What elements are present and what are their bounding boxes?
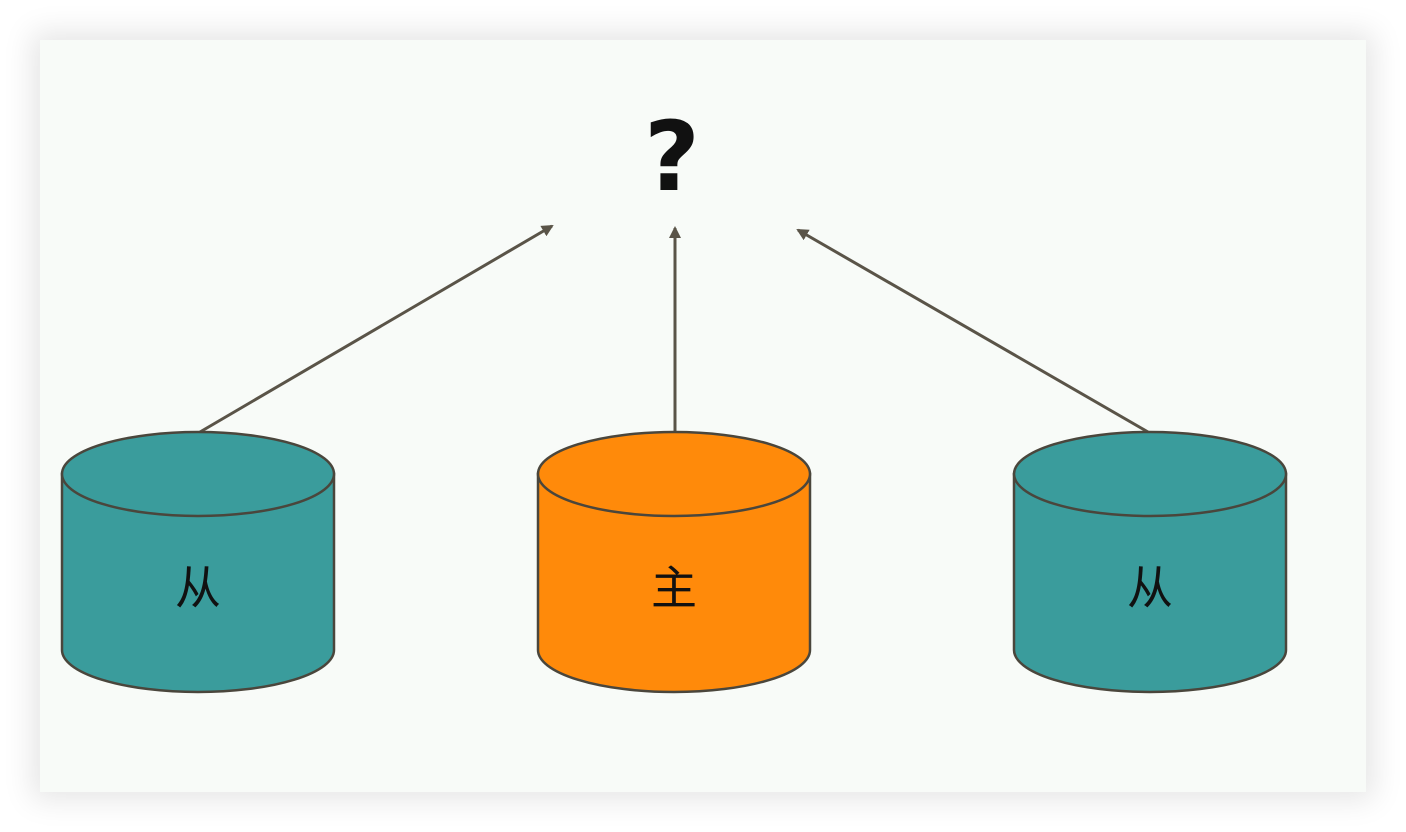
database-cylinder-left: 从 — [60, 430, 336, 694]
arrow-left-to-question — [199, 224, 554, 434]
cylinder-body — [1012, 472, 1288, 694]
arrow-right-to-question — [796, 228, 1149, 434]
db-label-right: 从 — [1127, 561, 1173, 615]
cylinder-body — [536, 472, 812, 694]
db-label-center: 主 — [651, 561, 697, 615]
cylinder-top — [536, 430, 812, 518]
database-cylinder-center: 主 — [536, 430, 812, 694]
db-label-left: 从 — [175, 561, 221, 615]
cylinder-body — [60, 472, 336, 694]
question-mark: ? — [644, 101, 700, 213]
database-cylinder-right: 从 — [1012, 430, 1288, 694]
cylinder-top — [1012, 430, 1288, 518]
cylinder-top — [60, 430, 336, 518]
